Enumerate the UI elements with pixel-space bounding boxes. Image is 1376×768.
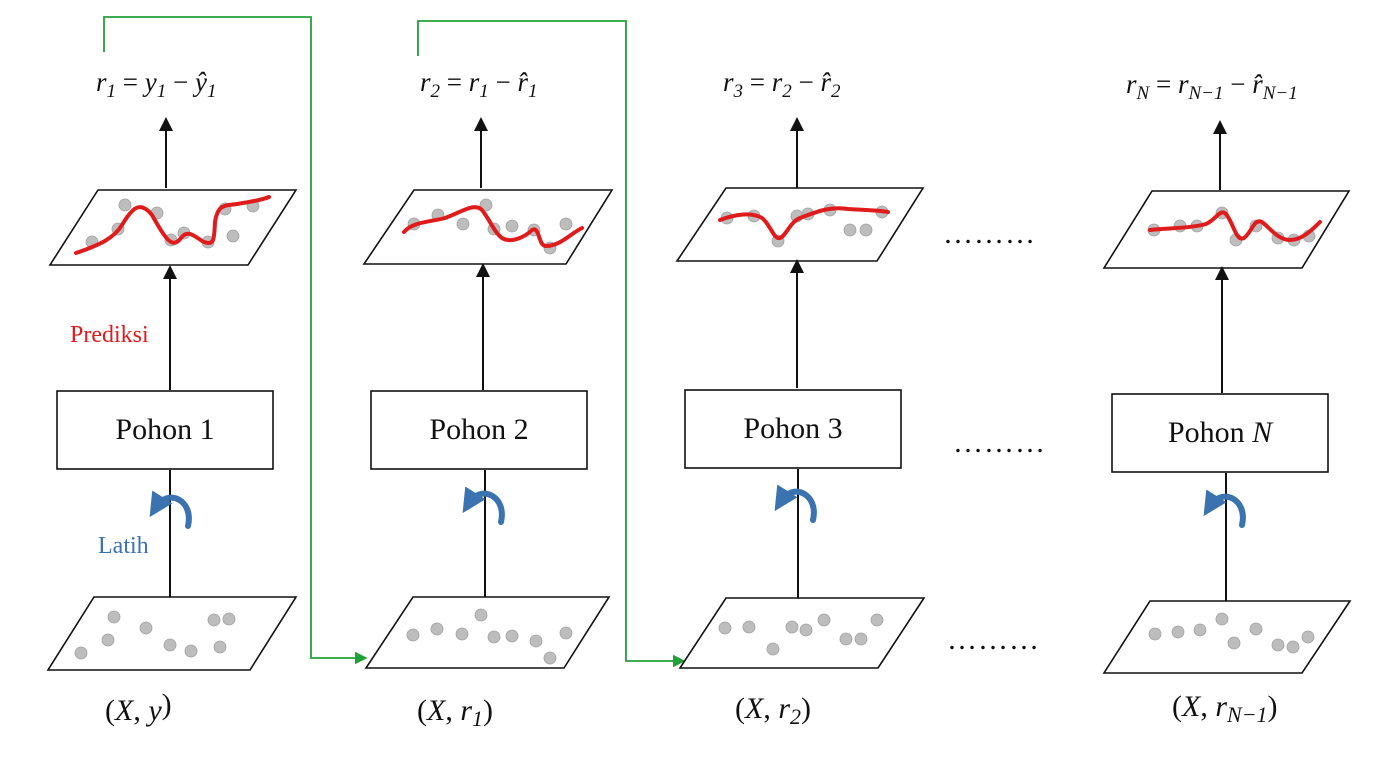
data-plane-2: [364, 596, 611, 669]
tree-box-2: [370, 390, 588, 470]
data-points-3: [718, 613, 884, 656]
residual-link-2: [417, 20, 686, 668]
data-plane-n: [1102, 600, 1352, 674]
data-plane-1: [46, 596, 298, 671]
ellipsis-trees: ………: [953, 426, 1046, 459]
train-rotate-icon-1: [149, 490, 192, 529]
residual-link-1: [103, 16, 368, 665]
prediction-label: Prediksi: [70, 322, 149, 348]
prediction-curve-n: [1148, 210, 1322, 242]
prediction-plane-n: [1102, 190, 1351, 269]
data-pair-3: (X, r2): [735, 692, 811, 729]
train-rotate-icon-n: [1203, 489, 1246, 528]
stage-3: r3 = r2 − r̂2 Pohon 3 (X, r2): [675, 67, 926, 729]
data-points-2: [406, 608, 573, 665]
residual-formula-3: r3 = r2 − r̂2: [723, 67, 841, 102]
tree-box-n: [1111, 393, 1329, 473]
train-rotate-icon-3: [774, 484, 817, 523]
data-pair-n: (X, rN−1): [1172, 690, 1278, 727]
prediction-curve-1: [74, 195, 271, 255]
stage-1: r1 = y1 − ŷ1 Prediksi Pohon 1 Latih: [46, 67, 298, 727]
data-pair-2: (X, r1): [417, 694, 493, 731]
prediction-curve-3: [718, 206, 890, 241]
prediction-plane-3: [675, 187, 925, 262]
residual-formula-1: r1 = y1 − ŷ1: [96, 67, 216, 102]
tree-box-1: [56, 390, 274, 470]
tree-label-1: Pohon 1: [115, 413, 214, 446]
tree-label-3: Pohon 3: [743, 412, 842, 445]
ellipsis-predictions: ………: [943, 217, 1036, 250]
tree-box-3: [684, 389, 902, 469]
data-points-n: [1148, 612, 1315, 654]
residual-formula-n: rN = rN−1 − r̂N−1: [1126, 69, 1298, 104]
data-pair-1: (X, y): [105, 688, 172, 727]
stage-n: rN = rN−1 − r̂N−1 Pohon N (X, rN−1): [1102, 69, 1352, 727]
prediction-curve-2: [402, 205, 584, 248]
tree-label-n: Pohon N: [1168, 416, 1274, 449]
ellipsis-data: ………: [947, 623, 1040, 656]
prediction-plane-1: [48, 189, 298, 266]
data-points-1: [74, 610, 236, 660]
residual-formula-2: r2 = r1 − r̂1: [420, 67, 538, 102]
train-label: Latih: [98, 533, 149, 559]
stage-2: r2 = r1 − r̂1 Pohon 2 (X, r1): [362, 67, 614, 731]
train-rotate-icon-2: [462, 486, 505, 525]
tree-label-2: Pohon 2: [429, 413, 528, 446]
